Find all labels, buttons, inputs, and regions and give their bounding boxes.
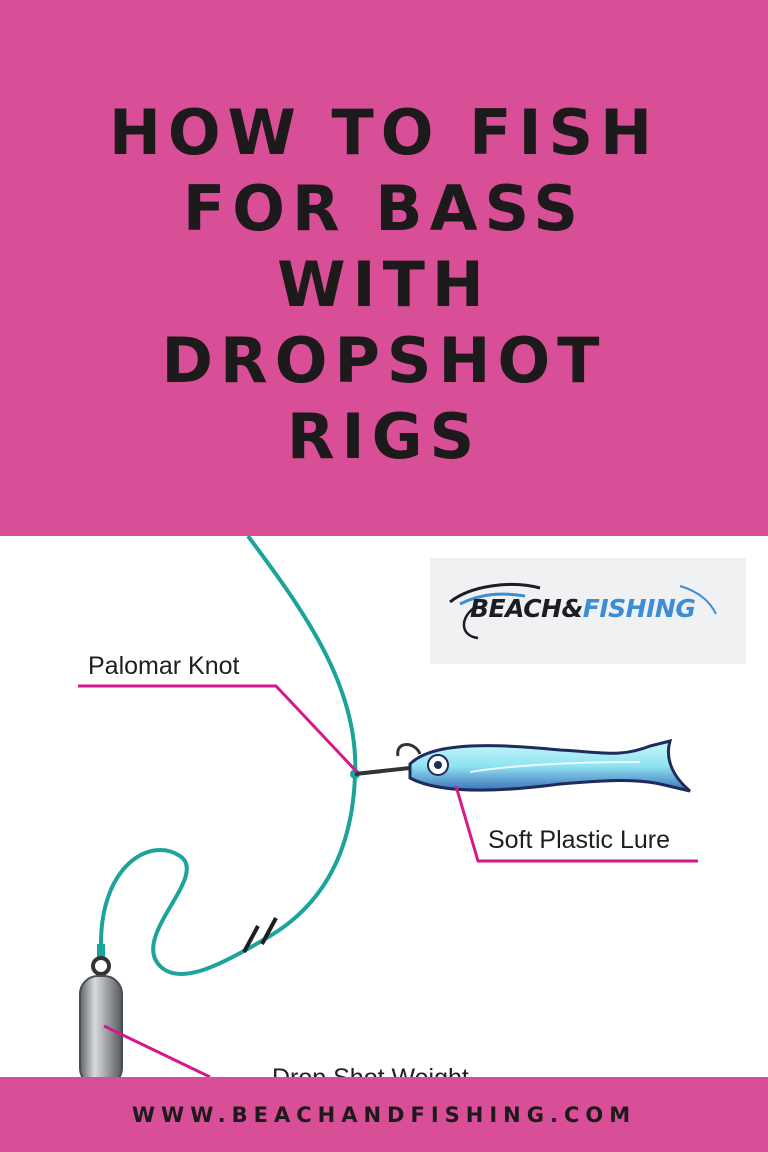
dropshot-rig-diagram: BEACH&FISHING Palomar Knot Soft Plastic …	[0, 536, 768, 1077]
leader-soft-plastic-lure	[454, 785, 698, 863]
label-drop-shot-weight: Drop Shot Weight	[272, 1064, 469, 1077]
rig-illustration	[78, 536, 698, 1077]
hook	[354, 766, 411, 776]
leader-palomar-knot	[78, 684, 359, 774]
drop-shot-weight-icon	[79, 975, 123, 1077]
fishing-line	[98, 536, 358, 976]
weight-connector	[97, 944, 105, 958]
brand-logo-text: BEACH&FISHING	[470, 594, 696, 623]
soft-plastic-lure-icon	[408, 738, 691, 793]
line-break-mark	[242, 925, 260, 953]
brand-logo: BEACH&FISHING	[430, 558, 746, 664]
footer-banner: WWW.BEACHANDFISHING.COM	[0, 1077, 768, 1152]
title-banner: HOW TO FISH FOR BASS WITH DROPSHOT RIGS	[0, 0, 768, 536]
website-url[interactable]: WWW.BEACHANDFISHING.COM	[131, 1102, 637, 1127]
fish-hook-logo-icon	[449, 582, 717, 640]
logo-word-fishing: FISHING	[582, 594, 696, 623]
leader-drop-shot-weight	[103, 1024, 211, 1077]
line-break-mark	[260, 917, 278, 945]
page-title: HOW TO FISH FOR BASS WITH DROPSHOT RIGS	[108, 96, 660, 473]
logo-word-beach: BEACH&	[470, 594, 583, 623]
label-soft-plastic-lure: Soft Plastic Lure	[488, 826, 671, 854]
weight-eye	[91, 956, 111, 976]
hook-bend	[396, 743, 422, 757]
label-palomar-knot: Palomar Knot	[88, 652, 240, 680]
